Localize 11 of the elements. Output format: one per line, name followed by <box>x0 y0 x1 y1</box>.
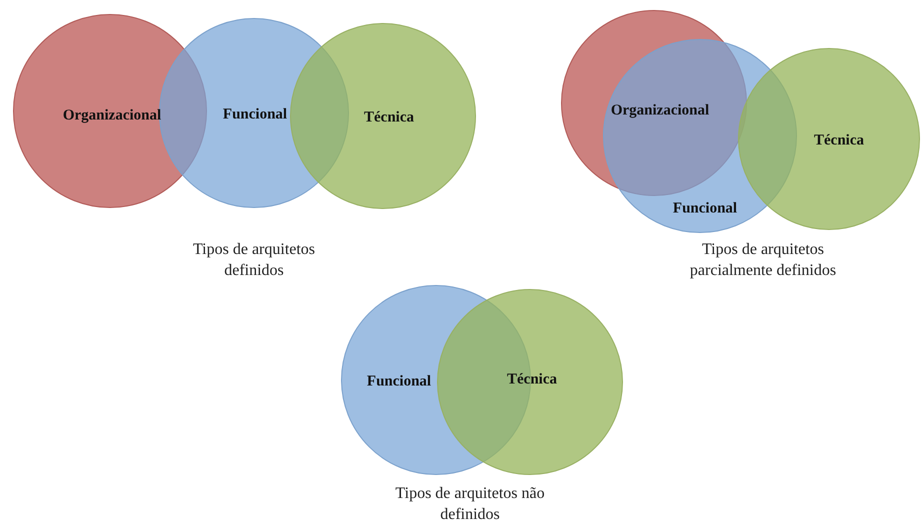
circle-label: Funcional <box>672 200 738 218</box>
circle-label: Técnica <box>814 132 864 150</box>
circle-label: Funcional <box>366 374 432 390</box>
circle-label: Organizacional <box>610 102 710 120</box>
caption: Tipos de arquitetos não definidos <box>394 484 546 525</box>
circle-label: Técnica <box>364 110 414 126</box>
circle-label: Técnica <box>507 372 557 388</box>
circle-label: Organizacional <box>62 108 162 124</box>
circle-label: Funcional <box>222 106 288 124</box>
caption: Tipos de arquitetos definidos <box>192 240 316 281</box>
caption: Tipos de arquitetos parcialmente definidos <box>688 240 838 281</box>
